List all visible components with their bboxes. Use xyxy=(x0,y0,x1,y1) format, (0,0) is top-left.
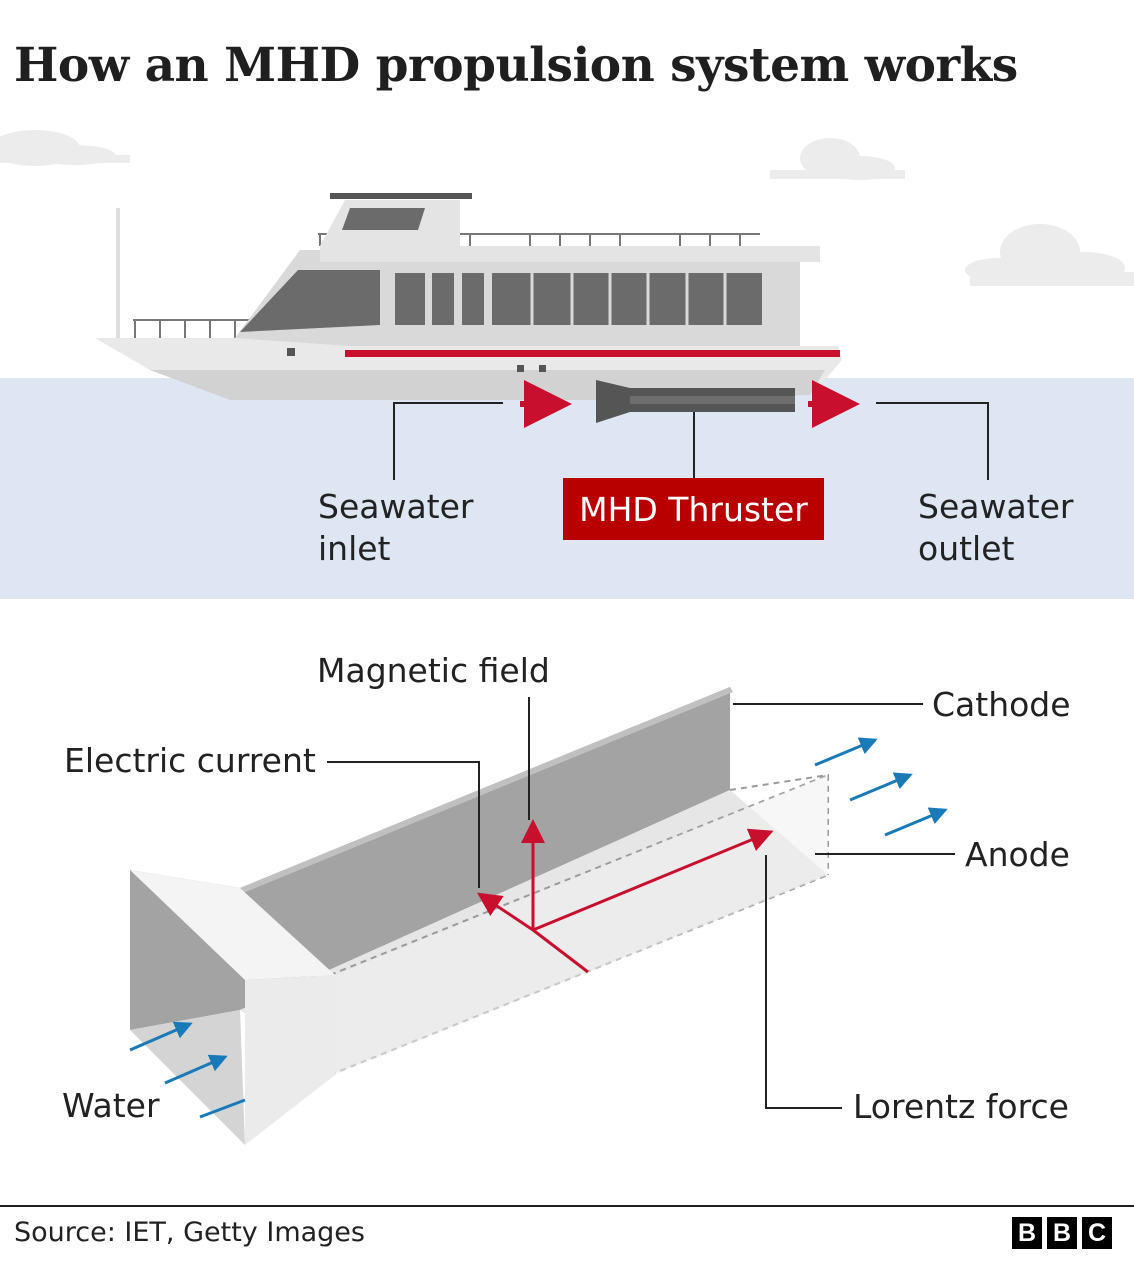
electric-current-arrow-icon xyxy=(477,892,534,932)
thruster-unit xyxy=(596,380,795,423)
footer-divider xyxy=(0,1205,1134,1207)
inlet-leader-line xyxy=(393,402,503,480)
boat-illustration xyxy=(95,193,842,400)
cloud-right-icon xyxy=(965,224,1134,286)
anode-label: Anode xyxy=(965,835,1070,874)
magnetic-field-label: Magnetic field xyxy=(317,651,550,690)
seawater-inlet-label: Seawater inlet xyxy=(318,487,474,568)
electric-current-label: Electric current xyxy=(64,741,316,780)
water-out-arrow-icon xyxy=(814,737,878,767)
page-title: How an MHD propulsion system works xyxy=(14,38,1018,93)
water-in-arrow-icon xyxy=(199,1098,246,1119)
bbc-logo-letter: B xyxy=(1047,1217,1077,1249)
mhd-channel-diagram xyxy=(129,687,955,1145)
bbc-logo-letter: B xyxy=(1012,1217,1042,1249)
lorentz-force-arrow-icon xyxy=(532,828,774,932)
bbc-logo-letter: C xyxy=(1082,1217,1112,1249)
cathode-label: Cathode xyxy=(932,685,1071,724)
outlet-leader-line xyxy=(876,402,989,480)
water-label: Water xyxy=(62,1086,160,1125)
lorentz-force-leader-line xyxy=(765,855,842,1109)
water-in-arrow-icon xyxy=(164,1054,228,1085)
bbc-logo: B B C xyxy=(1012,1217,1112,1249)
lorentz-force-label: Lorentz force xyxy=(853,1087,1069,1126)
seawater-outlet-label: Seawater outlet xyxy=(918,487,1074,568)
cloud-left-icon xyxy=(0,130,130,166)
mhd-thruster-label: MHD Thruster xyxy=(563,478,824,540)
source-credit: Source: IET, Getty Images xyxy=(14,1217,365,1248)
water-out-arrow-icon xyxy=(849,772,913,802)
cloud-middle-icon xyxy=(770,138,905,180)
water-in-arrow-icon xyxy=(129,1021,193,1052)
electric-current-leader-line xyxy=(327,761,480,888)
water-out-arrow-icon xyxy=(884,807,948,837)
